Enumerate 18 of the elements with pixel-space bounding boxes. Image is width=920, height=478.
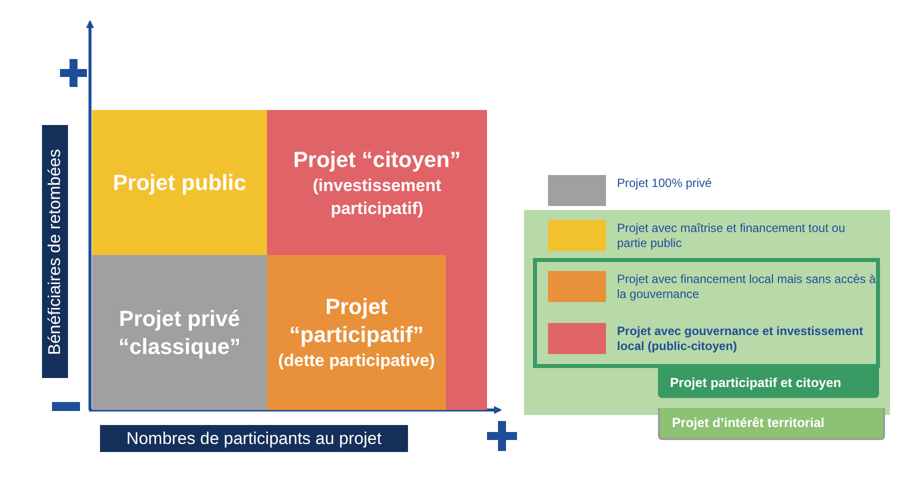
- legend-label: Projet avec financement local mais sans accès à la gouvernance: [617, 272, 877, 302]
- panel-title: Projet participatif et citoyen: [658, 368, 879, 398]
- quadrant-box: [92, 110, 267, 255]
- quadrant-box: [267, 110, 487, 410]
- quadrant-title: Projet public: [112, 168, 246, 196]
- quadrant-subtitle: (dette participative): [278, 350, 435, 372]
- legend-label: Projet 100% privé: [617, 176, 713, 191]
- quadrant-title: Projet privé “classique”: [117, 304, 242, 360]
- axis-title: Nombres de participants au projet: [100, 425, 408, 452]
- quadrant-subtitle: (investissement participatif): [312, 174, 442, 220]
- legend-label: Projet avec gouvernance et investissement local (public-citoyen): [617, 324, 864, 354]
- axis-title: Bénéficiaires de retombées: [42, 125, 68, 378]
- quadrant-box: [267, 255, 446, 410]
- quadrant-title: Projet “participatif”: [288, 293, 425, 349]
- quadrant-title: Projet “citoyen”: [293, 146, 461, 174]
- panel-title: Projet d’intérêt territorial: [658, 408, 885, 440]
- legend-label: Projet avec maîtrise et financement tout ou partie public: [617, 221, 846, 251]
- quadrant-box: [92, 255, 267, 410]
